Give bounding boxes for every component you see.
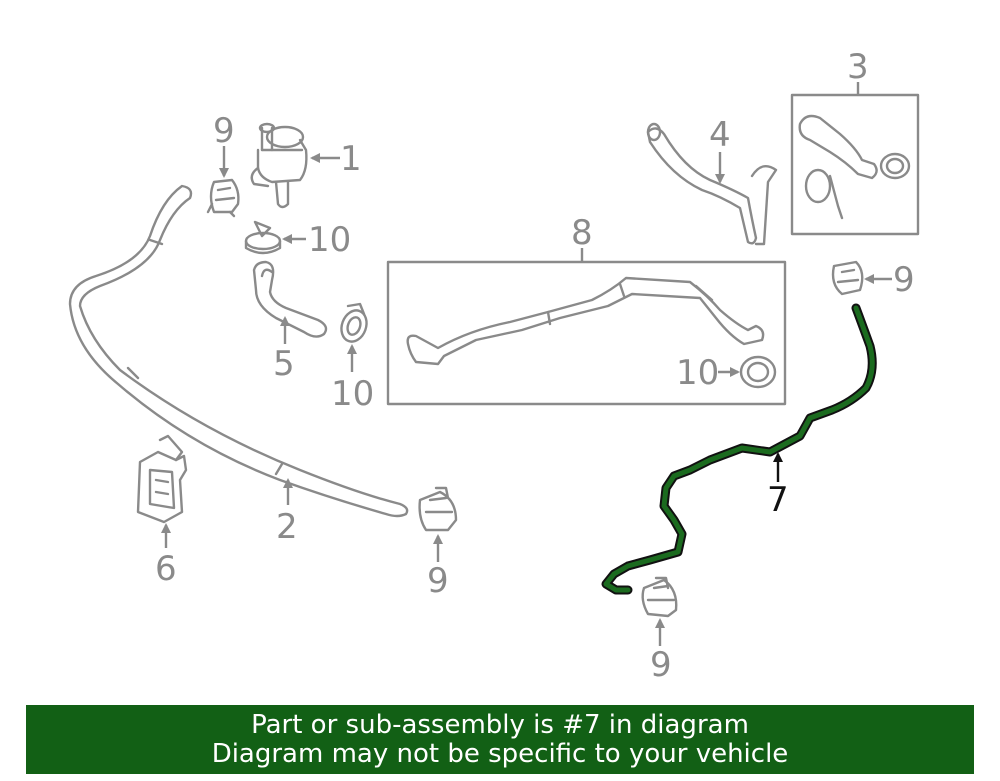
part-9-clamp-right	[831, 260, 864, 296]
callout-9c: 9	[893, 260, 915, 300]
part-5-hose	[252, 260, 328, 338]
callout-8: 8	[571, 213, 593, 253]
banner-line-2: Diagram may not be specific to your vehi…	[211, 739, 789, 769]
part-3-kit-box	[790, 93, 920, 236]
callout-9b: 9	[427, 561, 449, 601]
callout-5: 5	[273, 344, 295, 384]
part-9-clamp-bottom-left	[418, 486, 458, 532]
part-1-pump	[250, 122, 308, 209]
callout-6: 6	[155, 549, 177, 589]
callout-1: 1	[340, 139, 362, 179]
part-8-kit-box	[386, 260, 787, 406]
banner-line-1: Part or sub-assembly is #7 in diagram	[251, 710, 749, 740]
part-7-hose-fill	[603, 305, 875, 593]
callout-9d: 9	[650, 645, 672, 685]
part-10-clamp-middle	[340, 302, 368, 343]
callout-10a: 10	[308, 220, 351, 260]
callout-9a: 9	[213, 111, 235, 151]
callout-3: 3	[847, 47, 869, 87]
part-10-clamp-top	[244, 220, 282, 255]
part-4-hose	[646, 122, 778, 246]
callout-4: 4	[709, 115, 731, 155]
part-2-hose	[68, 184, 409, 518]
callout-2: 2	[276, 507, 298, 547]
info-banner: Part or sub-assembly is #7 in diagram Di…	[26, 705, 974, 774]
part-9-clamp-top-left	[206, 178, 240, 218]
callout-7: 7	[767, 480, 789, 520]
part-7-hose-highlighted	[601, 303, 877, 595]
callout-10b: 10	[331, 374, 374, 414]
part-6-bracket	[136, 434, 188, 524]
callout-10c: 10	[676, 353, 719, 393]
part-9-clamp-bottom-right	[641, 576, 678, 618]
